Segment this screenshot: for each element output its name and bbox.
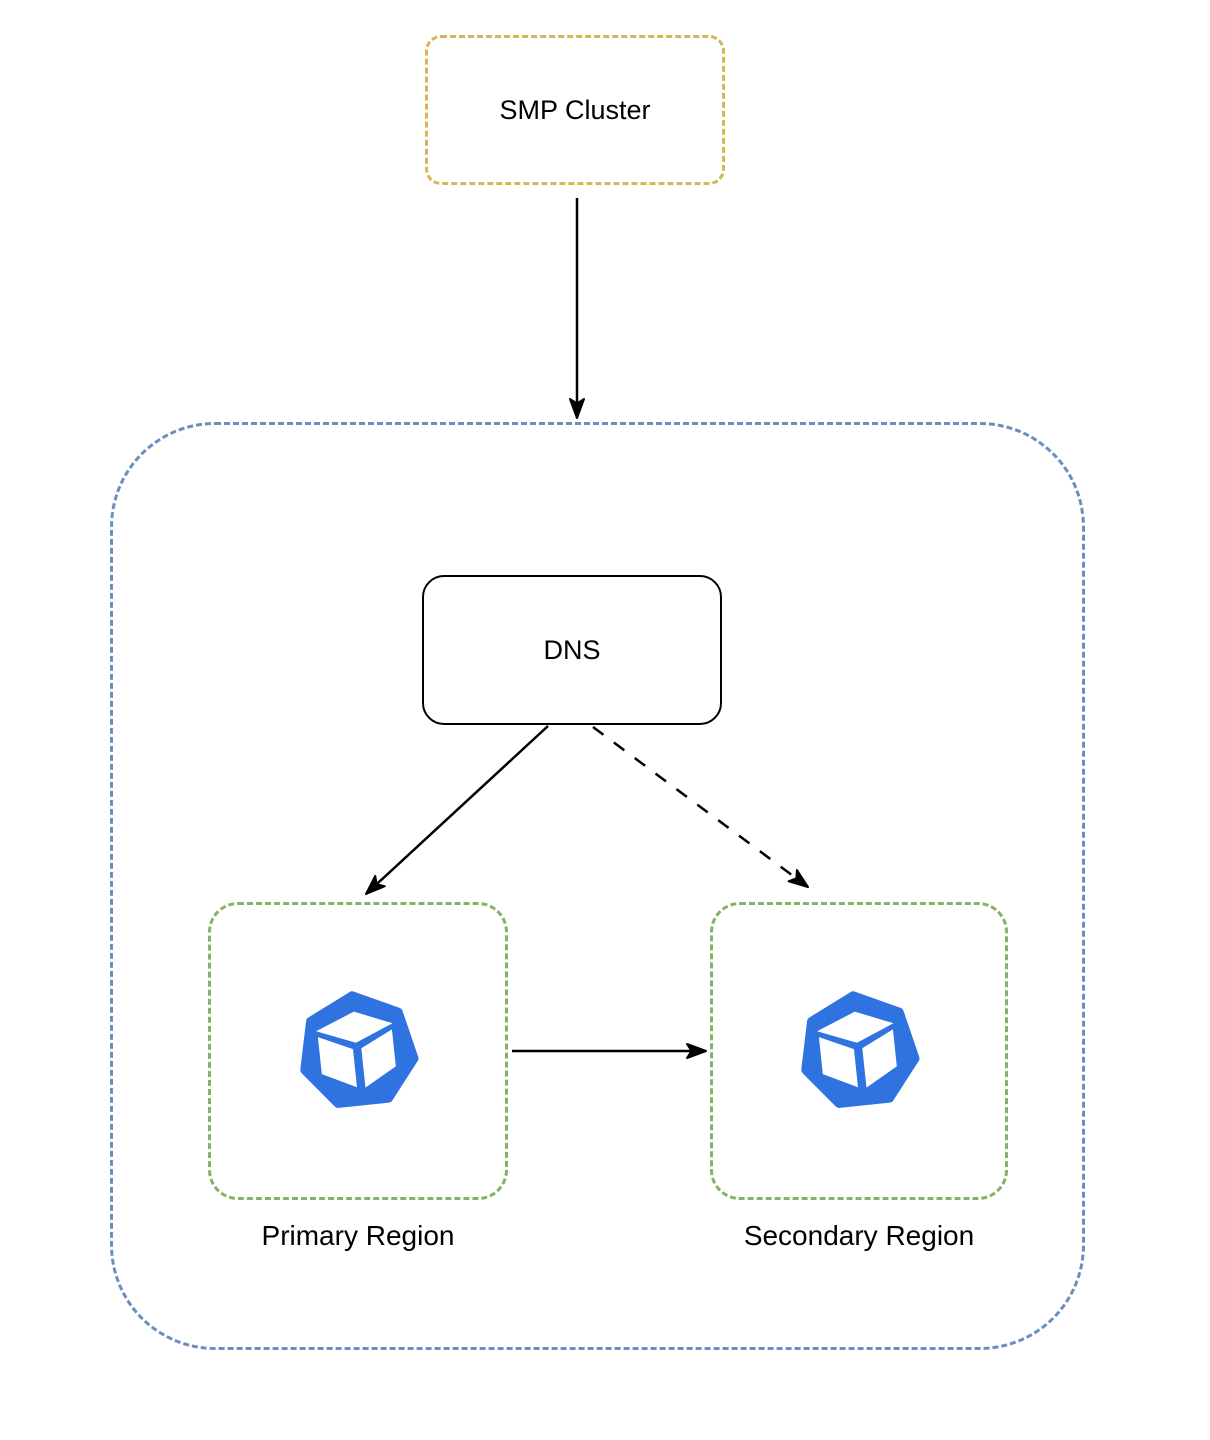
node-secondary-region[interactable] bbox=[710, 902, 1008, 1200]
node-dns[interactable]: DNS bbox=[422, 575, 722, 725]
outer-zone-container[interactable] bbox=[110, 422, 1085, 1350]
smp-cluster-label: SMP Cluster bbox=[499, 94, 651, 125]
secondary-region-label: Secondary Region bbox=[743, 1220, 975, 1251]
cluster-cube-icon bbox=[300, 991, 419, 1108]
cluster-cube-icon bbox=[801, 991, 920, 1108]
node-primary-region[interactable] bbox=[208, 902, 508, 1200]
node-smp-cluster[interactable]: SMP Cluster bbox=[425, 35, 725, 185]
primary-region-label: Primary Region bbox=[261, 1220, 455, 1251]
dns-label: DNS bbox=[543, 634, 601, 665]
